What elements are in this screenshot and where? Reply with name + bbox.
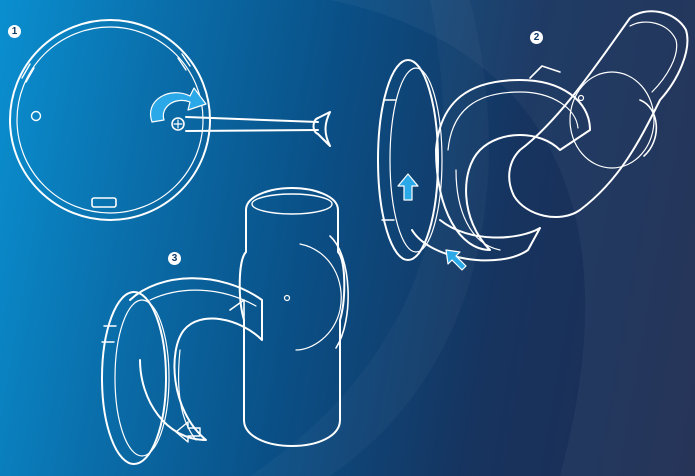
step-2-badge: 2 [530, 31, 543, 44]
step-3-badge: 3 [168, 252, 181, 265]
step-3-assembled-illustration [102, 188, 348, 464]
step-1-badge: 1 [8, 25, 21, 38]
push-up-arrow-icon [398, 174, 418, 200]
step-1-wall-plate-illustration [10, 20, 330, 220]
